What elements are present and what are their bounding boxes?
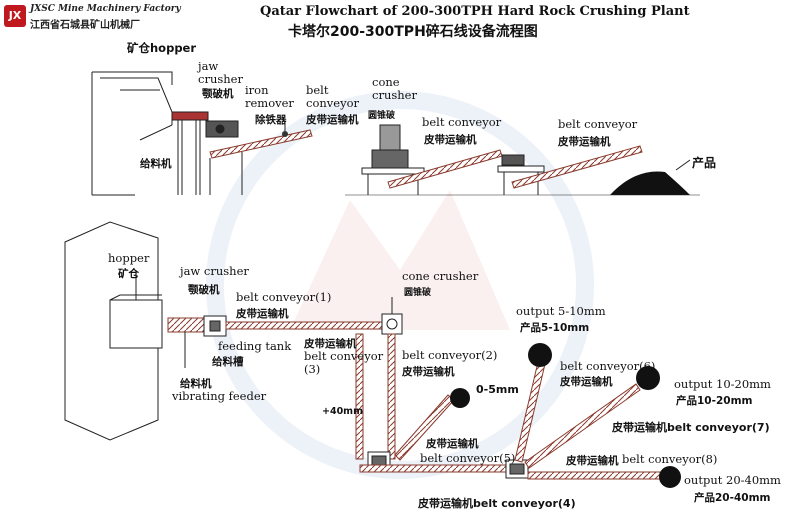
logo-text-zh: 江西省石城县矿山机械厂 [30,20,140,31]
bottom-hopper-label-en: hopper [108,251,150,265]
top-belt-conveyor-3 [511,145,643,189]
bottom-output-0-5-label: 0-5mm [476,383,519,396]
bottom-output-20-40-label-en: output 20-40mm [684,473,781,487]
bottom-jaw-label-zh: 颚破机 [188,284,220,296]
bottom-belt2-label-en: belt conveyor(2) [402,348,498,362]
bottom-feeder-label-zh: 给料机 [180,378,212,390]
top-iron-remover [282,123,288,137]
bottom-belt1-label-en: belt conveyor(1) [236,290,332,304]
top-cone-label-en: cone crusher [372,75,417,102]
bottom-belt4-label: 皮带运输机belt conveyor(4) [418,497,576,510]
top-belt2-label-zh: 皮带运输机 [424,134,477,146]
top-product-pile [610,171,690,195]
top-belt3-label-en: belt conveyor [558,117,638,131]
bottom-hopper [64,221,163,441]
bottom-output-piles [528,343,681,488]
bottom-belt-conveyor-2 [387,333,396,460]
bottom-output-0-5 [450,388,470,408]
bottom-belt-conveyor-4 [359,464,509,473]
top-jaw-label-zh: 颚破机 [202,88,234,100]
top-feeder [171,111,209,195]
top-iron-label-zh: 除铁器 [255,114,287,126]
bottom-belt3-label-zh: 皮带运输机 [304,338,357,350]
bottom-output-5-10-label-zh: 产品5-10mm [520,322,590,334]
bottom-tank-label-en: feeding tank [218,339,292,353]
title-zh: 卡塔尔200-300TPH碎石线设备流程图 [288,24,538,40]
bottom-output-10-20-label-en: output 10-20mm [674,377,771,391]
top-feeder-label: 给料机 [140,158,172,170]
bottom-output-10-20-label-zh: 产品10-20mm [676,395,753,407]
bottom-belt5-label-zh: 皮带运输机 [426,438,479,450]
bottom-jaw-crusher [203,315,227,337]
bottom-jaw-label-en: jaw crusher [180,264,249,278]
top-screen [497,154,545,195]
company-logo: JX JXSC Mine Machinery Factory 江西省石城县矿山机… [4,3,181,33]
title-en: Qatar Flowchart of 200-300TPH Hard Rock … [260,4,690,19]
bottom-cone-label-zh: 圆锥破 [404,288,432,298]
top-hopper-label: 矿仓hopper [127,41,197,55]
logo-icon: JX [4,5,26,27]
bottom-belt-conveyor-1 [225,321,387,330]
top-product-label: 产品 [692,156,717,170]
bottom-cone-crusher [381,297,403,335]
bottom-belt5-label-en: belt conveyor(5) [420,451,516,465]
bottom-belt-conveyor-3 [355,333,364,460]
top-belt2-label-en: belt conveyor [422,115,502,129]
top-iron-label-en: iron remover [245,83,294,110]
bottom-belt6-label-en: belt conveyor(6) [560,359,656,373]
top-belt1-label-en: belt conveyor [306,83,359,110]
bottom-hopper-label-zh: 矿仓 [118,268,139,280]
bottom-belt-conveyor-8 [527,471,661,480]
top-belt-conveyor-1 [209,129,313,195]
bottom-belt8-label-zh: 皮带运输机 [566,455,619,467]
bottom-belt2-label-zh: 皮带运输机 [402,366,455,378]
bottom-belt3-label-en: belt conveyor (3) [304,349,384,376]
top-cone-label-zh: 圆锥破 [368,111,396,121]
bottom-tank-label-zh: 给料槽 [212,356,244,368]
top-hopper [91,71,173,196]
bottom-belt6-label-zh: 皮带运输机 [560,376,613,388]
bottom-cone-label-en: cone crusher [402,269,479,283]
bottom-vibrating-feeder [167,317,205,368]
top-cone-crusher [361,124,425,195]
bottom-belt8-label-en: belt conveyor(8) [622,452,718,466]
bottom-output-20-40-label-zh: 产品20-40mm [694,492,771,504]
top-jaw-label-en: jaw crusher [198,59,243,86]
bottom-plus40-label: +40mm [322,406,363,417]
bottom-belt7-label: 皮带运输机belt conveyor(7) [612,421,770,434]
top-jaw-crusher [205,120,239,138]
bottom-belt1-label-zh: 皮带运输机 [236,308,289,320]
bottom-feeder-label-en: vibrating feeder [172,389,267,403]
logo-text-en: JXSC Mine Machinery Factory [30,4,181,14]
top-belt1-label-zh: 皮带运输机 [306,114,359,126]
top-belt3-label-zh: 皮带运输机 [558,136,611,148]
bottom-belt-conveyor-7 [524,383,641,469]
bottom-output-5-10-label-en: output 5-10mm [516,304,606,318]
